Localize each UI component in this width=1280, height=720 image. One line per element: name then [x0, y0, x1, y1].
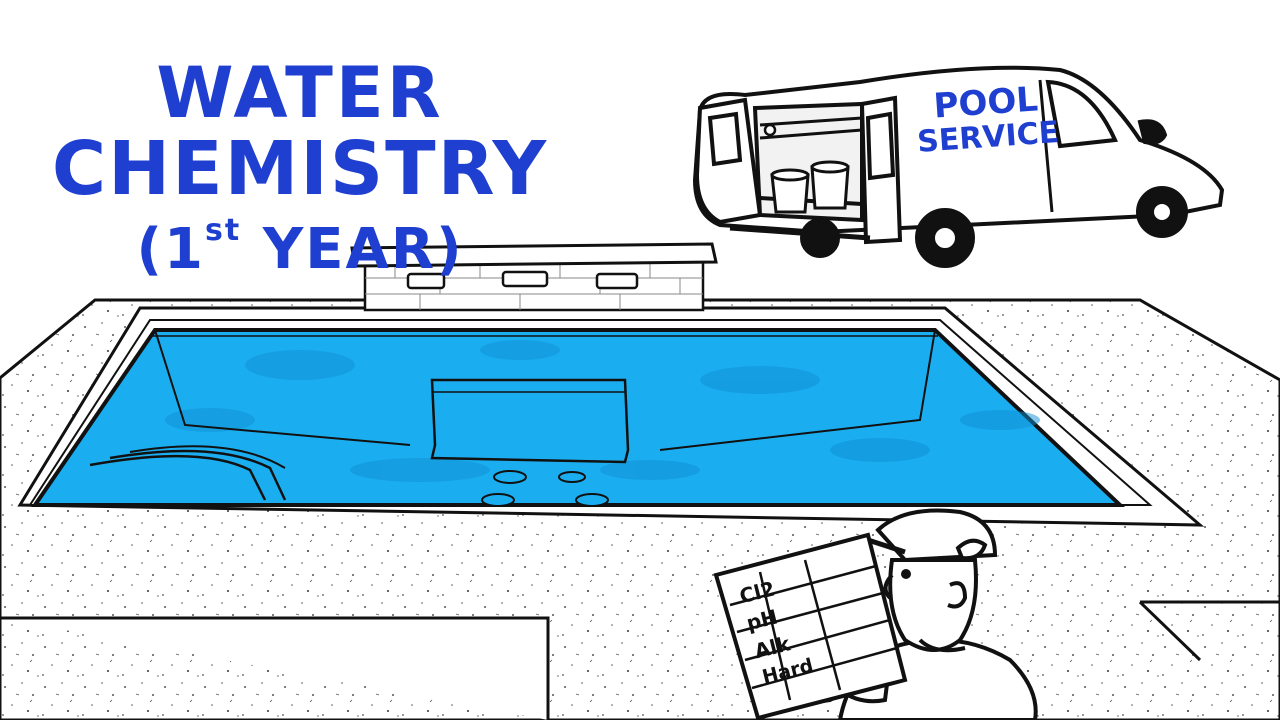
video-title: WATER CHEMISTRY (1st YEAR) — [40, 58, 560, 278]
pool-service-van — [692, 65, 1225, 268]
title-line-3-rest: YEAR) — [241, 217, 464, 282]
water-test-chart — [713, 532, 908, 720]
title-line-3: (1st YEAR) — [40, 216, 560, 278]
title-line-1: WATER — [156, 52, 444, 134]
stone-water-feature-wall — [350, 242, 718, 312]
title-line-3-sup: st — [205, 213, 242, 248]
pool-water — [31, 328, 1126, 507]
title-line-3-open: (1 — [136, 217, 205, 282]
title-line-2: CHEMISTRY — [51, 126, 549, 212]
van-lettering: POOL SERVICE — [910, 79, 1064, 159]
